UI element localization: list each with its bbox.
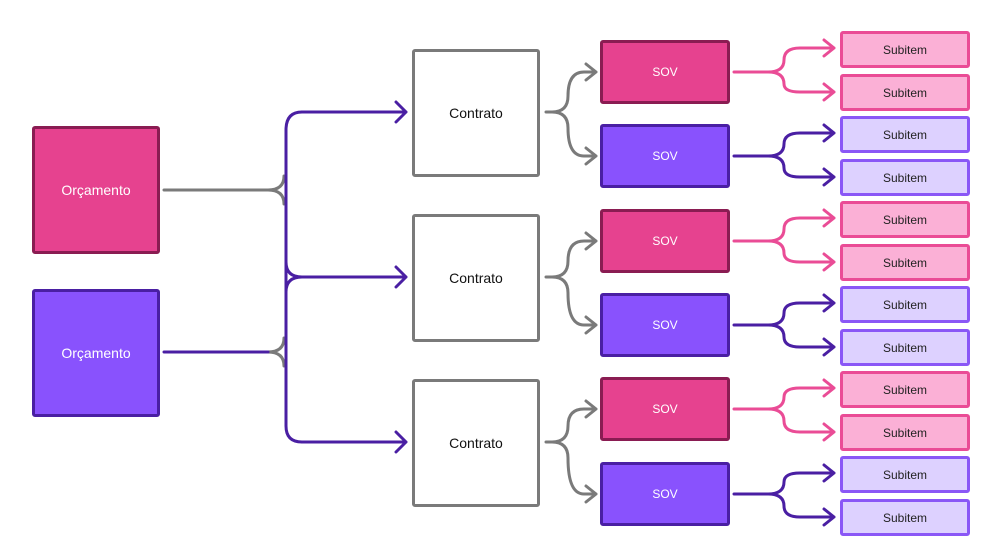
connector-sov-3a	[732, 378, 836, 442]
subitem-box-purple[interactable]: Subitem	[840, 499, 970, 536]
connector-to-contract-1	[300, 100, 408, 124]
subitem-label: Subitem	[882, 510, 928, 525]
budget-label: Orçamento	[61, 345, 131, 361]
sov-box-purple[interactable]: SOV	[600, 462, 730, 526]
connector-sov-2a	[732, 208, 836, 272]
connector-trunk	[284, 110, 304, 444]
subitem-box-pink[interactable]: Subitem	[840, 201, 970, 238]
subitem-box-pink[interactable]: Subitem	[840, 74, 970, 111]
subitem-box-pink[interactable]: Subitem	[840, 31, 970, 68]
contract-box[interactable]: Contrato	[412, 214, 540, 342]
subitem-label: Subitem	[882, 42, 928, 57]
budget-box-pink[interactable]: Orçamento	[32, 126, 160, 254]
subitem-box-purple[interactable]: Subitem	[840, 159, 970, 196]
connector-budget-purple-gray	[266, 336, 286, 368]
connector-to-contract-2	[300, 265, 408, 289]
subitem-label: Subitem	[882, 297, 928, 312]
subitem-label: Subitem	[882, 212, 928, 227]
sov-box-purple[interactable]: SOV	[600, 293, 730, 357]
connector-to-contract-3	[300, 430, 408, 454]
subitem-box-pink[interactable]: Subitem	[840, 244, 970, 281]
connector-sov-2b	[732, 293, 836, 357]
subitem-label: Subitem	[882, 255, 928, 270]
budget-box-purple[interactable]: Orçamento	[32, 289, 160, 417]
subitem-label: Subitem	[882, 170, 928, 185]
subitem-box-purple[interactable]: Subitem	[840, 329, 970, 366]
sov-label: SOV	[652, 65, 678, 79]
budget-label: Orçamento	[61, 182, 131, 198]
subitem-box-pink[interactable]: Subitem	[840, 414, 970, 451]
subitem-label: Subitem	[882, 467, 928, 482]
connector-sov-3b	[732, 463, 836, 527]
subitem-label: Subitem	[882, 425, 928, 440]
sov-box-pink[interactable]: SOV	[600, 40, 730, 104]
subitem-label: Subitem	[882, 382, 928, 397]
sov-box-purple[interactable]: SOV	[600, 124, 730, 188]
sov-label: SOV	[652, 318, 678, 332]
sov-box-pink[interactable]: SOV	[600, 209, 730, 273]
connector-trunk-branches	[284, 260, 304, 294]
contract-label: Contrato	[449, 105, 503, 121]
subitem-box-purple[interactable]: Subitem	[840, 286, 970, 323]
subitem-box-pink[interactable]: Subitem	[840, 371, 970, 408]
subitem-label: Subitem	[882, 127, 928, 142]
sov-label: SOV	[652, 402, 678, 416]
sov-label: SOV	[652, 487, 678, 501]
contract-box[interactable]: Contrato	[412, 379, 540, 507]
contract-label: Contrato	[449, 435, 503, 451]
subitem-box-purple[interactable]: Subitem	[840, 116, 970, 153]
sov-box-pink[interactable]: SOV	[600, 377, 730, 441]
contract-box[interactable]: Contrato	[412, 49, 540, 177]
contract-label: Contrato	[449, 270, 503, 286]
subitem-box-purple[interactable]: Subitem	[840, 456, 970, 493]
connector-sov-1b	[732, 123, 836, 187]
connector-sov-1a	[732, 38, 836, 102]
connector-budget-pink	[162, 174, 286, 206]
sov-label: SOV	[652, 149, 678, 163]
sov-label: SOV	[652, 234, 678, 248]
connector-contract-2-sovs	[544, 231, 598, 335]
subitem-label: Subitem	[882, 340, 928, 355]
connector-contract-3-sovs	[544, 399, 598, 504]
connector-contract-1-sovs	[544, 62, 598, 166]
subitem-label: Subitem	[882, 85, 928, 100]
